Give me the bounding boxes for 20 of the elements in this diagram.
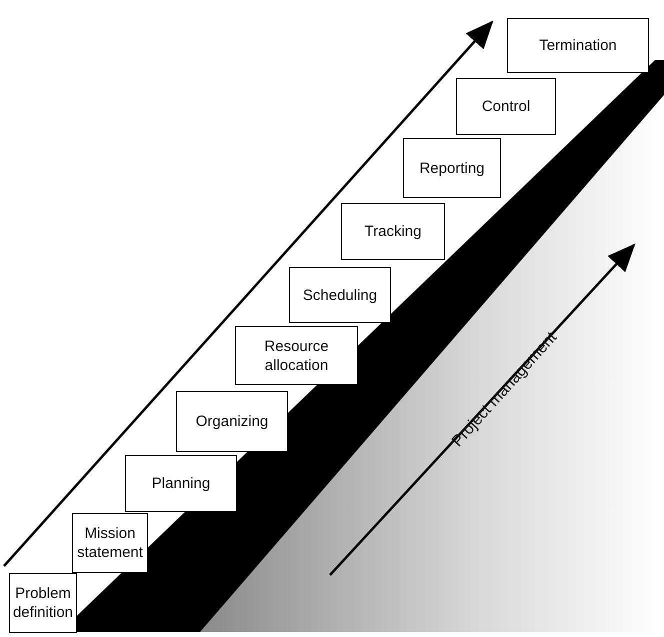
step-label: Scheduling	[302, 286, 378, 304]
step-box	[72, 513, 148, 573]
step-box	[456, 78, 556, 135]
step-label: Mission statement	[76, 524, 144, 562]
step-label: Control	[482, 97, 530, 116]
step-box	[235, 326, 358, 385]
step-label: Termination	[539, 36, 617, 55]
step-box	[9, 573, 77, 633]
step-label: Organizing	[196, 412, 268, 431]
step-box	[341, 203, 445, 260]
step-label: Problem definition	[12, 584, 74, 622]
step-box	[403, 138, 501, 198]
step-label: Reporting	[419, 158, 485, 178]
step-label: Planning	[152, 474, 210, 493]
step-box	[125, 455, 237, 512]
step-label: Tracking	[364, 222, 422, 241]
step-box	[176, 391, 288, 452]
step-label: Resource allocation	[263, 336, 330, 374]
step-box	[507, 18, 649, 73]
step-box	[289, 267, 391, 323]
